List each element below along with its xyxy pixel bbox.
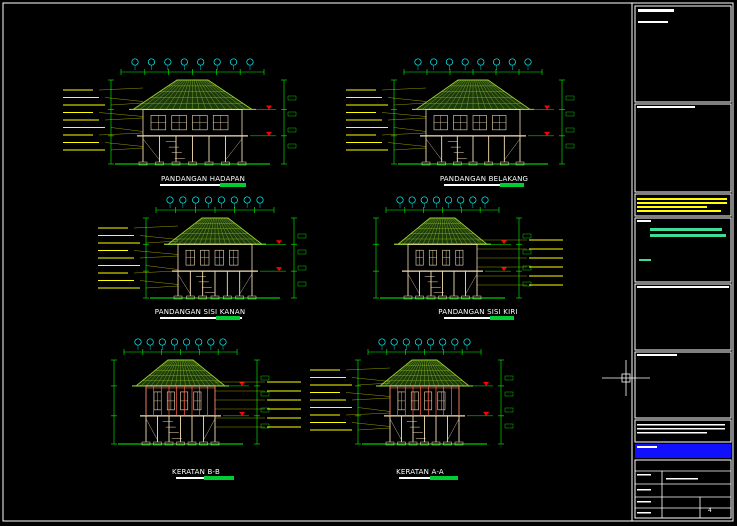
- grid-axis-bubble: [427, 338, 435, 346]
- grid-axis-bubble: [134, 338, 142, 346]
- title-block-cell-approval: [634, 351, 732, 419]
- drawing-title-band-2: [650, 234, 726, 237]
- grid-axis-bubble: [463, 338, 471, 346]
- view-sectionA: [310, 338, 514, 446]
- grid-axis-bubble: [146, 338, 154, 346]
- level-datum-marker: [276, 240, 282, 245]
- level-datum-marker: [544, 131, 550, 136]
- grid-axis-bubble: [414, 338, 422, 346]
- title-block: [634, 5, 732, 519]
- view-title-right-elevation: PANDANGAN SISI KANAN: [154, 308, 246, 316]
- title-block-cell-status: [635, 444, 731, 458]
- level-datum-marker: [544, 105, 550, 110]
- consultant-label-strip: [637, 286, 729, 288]
- project-line-1: [637, 198, 727, 200]
- view-title-scale-bar: [500, 183, 524, 187]
- level-datum-marker: [266, 105, 272, 110]
- view-title-rear-elevation: PANDANGAN BELAKANG: [439, 175, 529, 183]
- title-block-cell-project: [634, 193, 732, 217]
- title-block-cell-notes: [634, 419, 732, 443]
- grid-axis-bubble: [451, 338, 459, 346]
- view-title-scale-bar: [204, 476, 234, 480]
- view-title-section-a: KERATAN A-A: [396, 468, 444, 476]
- grid-axis-bubble: [439, 338, 447, 346]
- grid-axis-bubble: [219, 338, 227, 346]
- drawing-title-band-1: [650, 228, 722, 231]
- drawing-title-band-3: [639, 259, 651, 261]
- project-line-3: [637, 206, 707, 208]
- view-title-left-elevation: PANDANGAN SISI KIRI: [438, 308, 518, 316]
- title-block-cell-client: [634, 103, 732, 193]
- view-title-underline: [444, 317, 514, 319]
- view-back: [346, 58, 575, 166]
- grid-axis-bubble: [207, 338, 215, 346]
- title-block-cell-logo: [634, 5, 732, 103]
- view-title-underline: [160, 184, 246, 186]
- grid-axis-bubble: [158, 338, 166, 346]
- level-datum-marker: [239, 411, 245, 416]
- view-title-front-elevation: PANDANGAN HADAPAN: [160, 175, 246, 183]
- view-right: [98, 196, 307, 300]
- grid-axis-bubble: [402, 338, 410, 346]
- level-datum-marker: [483, 381, 489, 386]
- note-line-3: [637, 432, 707, 434]
- grid-axis-bubble: [378, 338, 386, 346]
- status-label-strip: [637, 446, 657, 448]
- drawing-title-label: [637, 220, 651, 222]
- grid-axis-bubble: [390, 338, 398, 346]
- view-title-scale-bar: [430, 476, 458, 480]
- view-title-scale-bar: [490, 316, 514, 320]
- view-left: [373, 196, 563, 300]
- approval-label-strip: [637, 354, 677, 356]
- view-front: [63, 58, 297, 166]
- client-label-strip: [637, 106, 695, 108]
- title-block-cell-sheet: [634, 459, 732, 519]
- grid-axis-bubble: [195, 338, 203, 346]
- view-sectionB: [111, 338, 301, 446]
- sheet-number: 4: [708, 507, 712, 514]
- view-title-underline: [399, 477, 457, 479]
- level-datum-marker: [266, 131, 272, 136]
- level-datum-marker: [501, 267, 507, 272]
- view-title-underline: [444, 184, 524, 186]
- view-title-scale-bar: [220, 183, 246, 187]
- view-title-scale-bar: [216, 316, 240, 320]
- project-line-4: [637, 210, 721, 212]
- level-datum-marker: [276, 267, 282, 272]
- title-block-cell-consultant: [634, 283, 732, 351]
- firm-subname-strip: [638, 21, 668, 23]
- title-block-cell-drawing-title: [634, 217, 732, 283]
- grid-axis-bubble: [183, 338, 191, 346]
- note-line-1: [637, 424, 725, 426]
- firm-name-strip: [638, 9, 674, 12]
- level-datum-marker: [239, 381, 245, 386]
- crosshair-cursor-icon: [602, 360, 650, 396]
- level-datum-marker: [501, 240, 507, 245]
- note-line-2: [637, 428, 725, 430]
- level-datum-marker: [483, 411, 489, 416]
- view-title-section-b: KERATAN B-B: [172, 468, 220, 476]
- project-line-2: [637, 202, 727, 204]
- grid-axis-bubble: [170, 338, 178, 346]
- view-title-underline: [160, 317, 242, 319]
